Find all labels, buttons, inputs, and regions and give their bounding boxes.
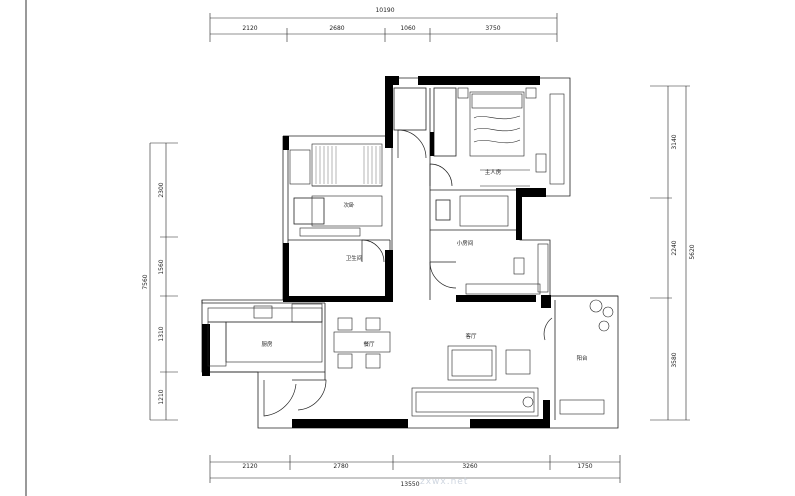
- dim-left-2: 1560: [158, 259, 165, 274]
- dim-bottom-total: 13550: [400, 481, 419, 488]
- second-bed: [289, 143, 383, 237]
- dim-right-total: 5620: [689, 244, 696, 259]
- dim-bottom-4: 1750: [577, 463, 592, 470]
- dim-right-3: 3580: [671, 352, 678, 367]
- dim-top-4: 3750: [485, 25, 500, 32]
- dim-left-3: 1310: [158, 326, 165, 341]
- dim-left-total: 7560: [142, 274, 149, 289]
- dim-top-total: 10190: [375, 7, 394, 14]
- dim-top-2: 2680: [329, 25, 344, 32]
- label-kitchen: 厨房: [261, 340, 273, 348]
- left-dimensions: [149, 142, 178, 421]
- dim-top-1: 2120: [242, 25, 257, 32]
- label-study: 小房间: [457, 239, 474, 247]
- watermark: zxwx.net: [420, 477, 468, 487]
- sofa-set: [411, 345, 539, 417]
- label-bathroom: 卫生间: [346, 254, 363, 262]
- dim-bottom-1: 2120: [242, 463, 257, 470]
- label-balcony: 阳台: [576, 354, 588, 362]
- doors[interactable]: [263, 129, 553, 417]
- dim-bottom-2: 2780: [333, 463, 348, 470]
- structural-walls[interactable]: [202, 76, 551, 428]
- right-dimensions: [650, 85, 690, 421]
- label-living: 客厅: [465, 332, 477, 340]
- dim-left-4: 1210: [158, 389, 165, 404]
- label-master-bedroom: 主人房: [485, 168, 502, 176]
- study-furniture: [459, 195, 549, 295]
- label-dining: 餐厅: [363, 340, 375, 348]
- dining-table: [333, 317, 391, 369]
- bottom-dimensions: [209, 455, 621, 483]
- dim-bottom-3: 3260: [462, 463, 477, 470]
- dim-right-2: 2240: [671, 240, 678, 255]
- second-bed-hatch: [315, 146, 381, 184]
- thin-walls: [201, 77, 619, 429]
- dim-left-1: 2300: [158, 182, 165, 197]
- balcony-plants: [559, 299, 614, 415]
- kitchen-counter: [207, 303, 323, 367]
- dim-right-1: 3140: [671, 134, 678, 149]
- master-bed: [457, 87, 565, 187]
- top-dimensions: [209, 13, 558, 42]
- label-second-bedroom: 次卧: [343, 201, 355, 209]
- dim-top-3: 1060: [400, 25, 415, 32]
